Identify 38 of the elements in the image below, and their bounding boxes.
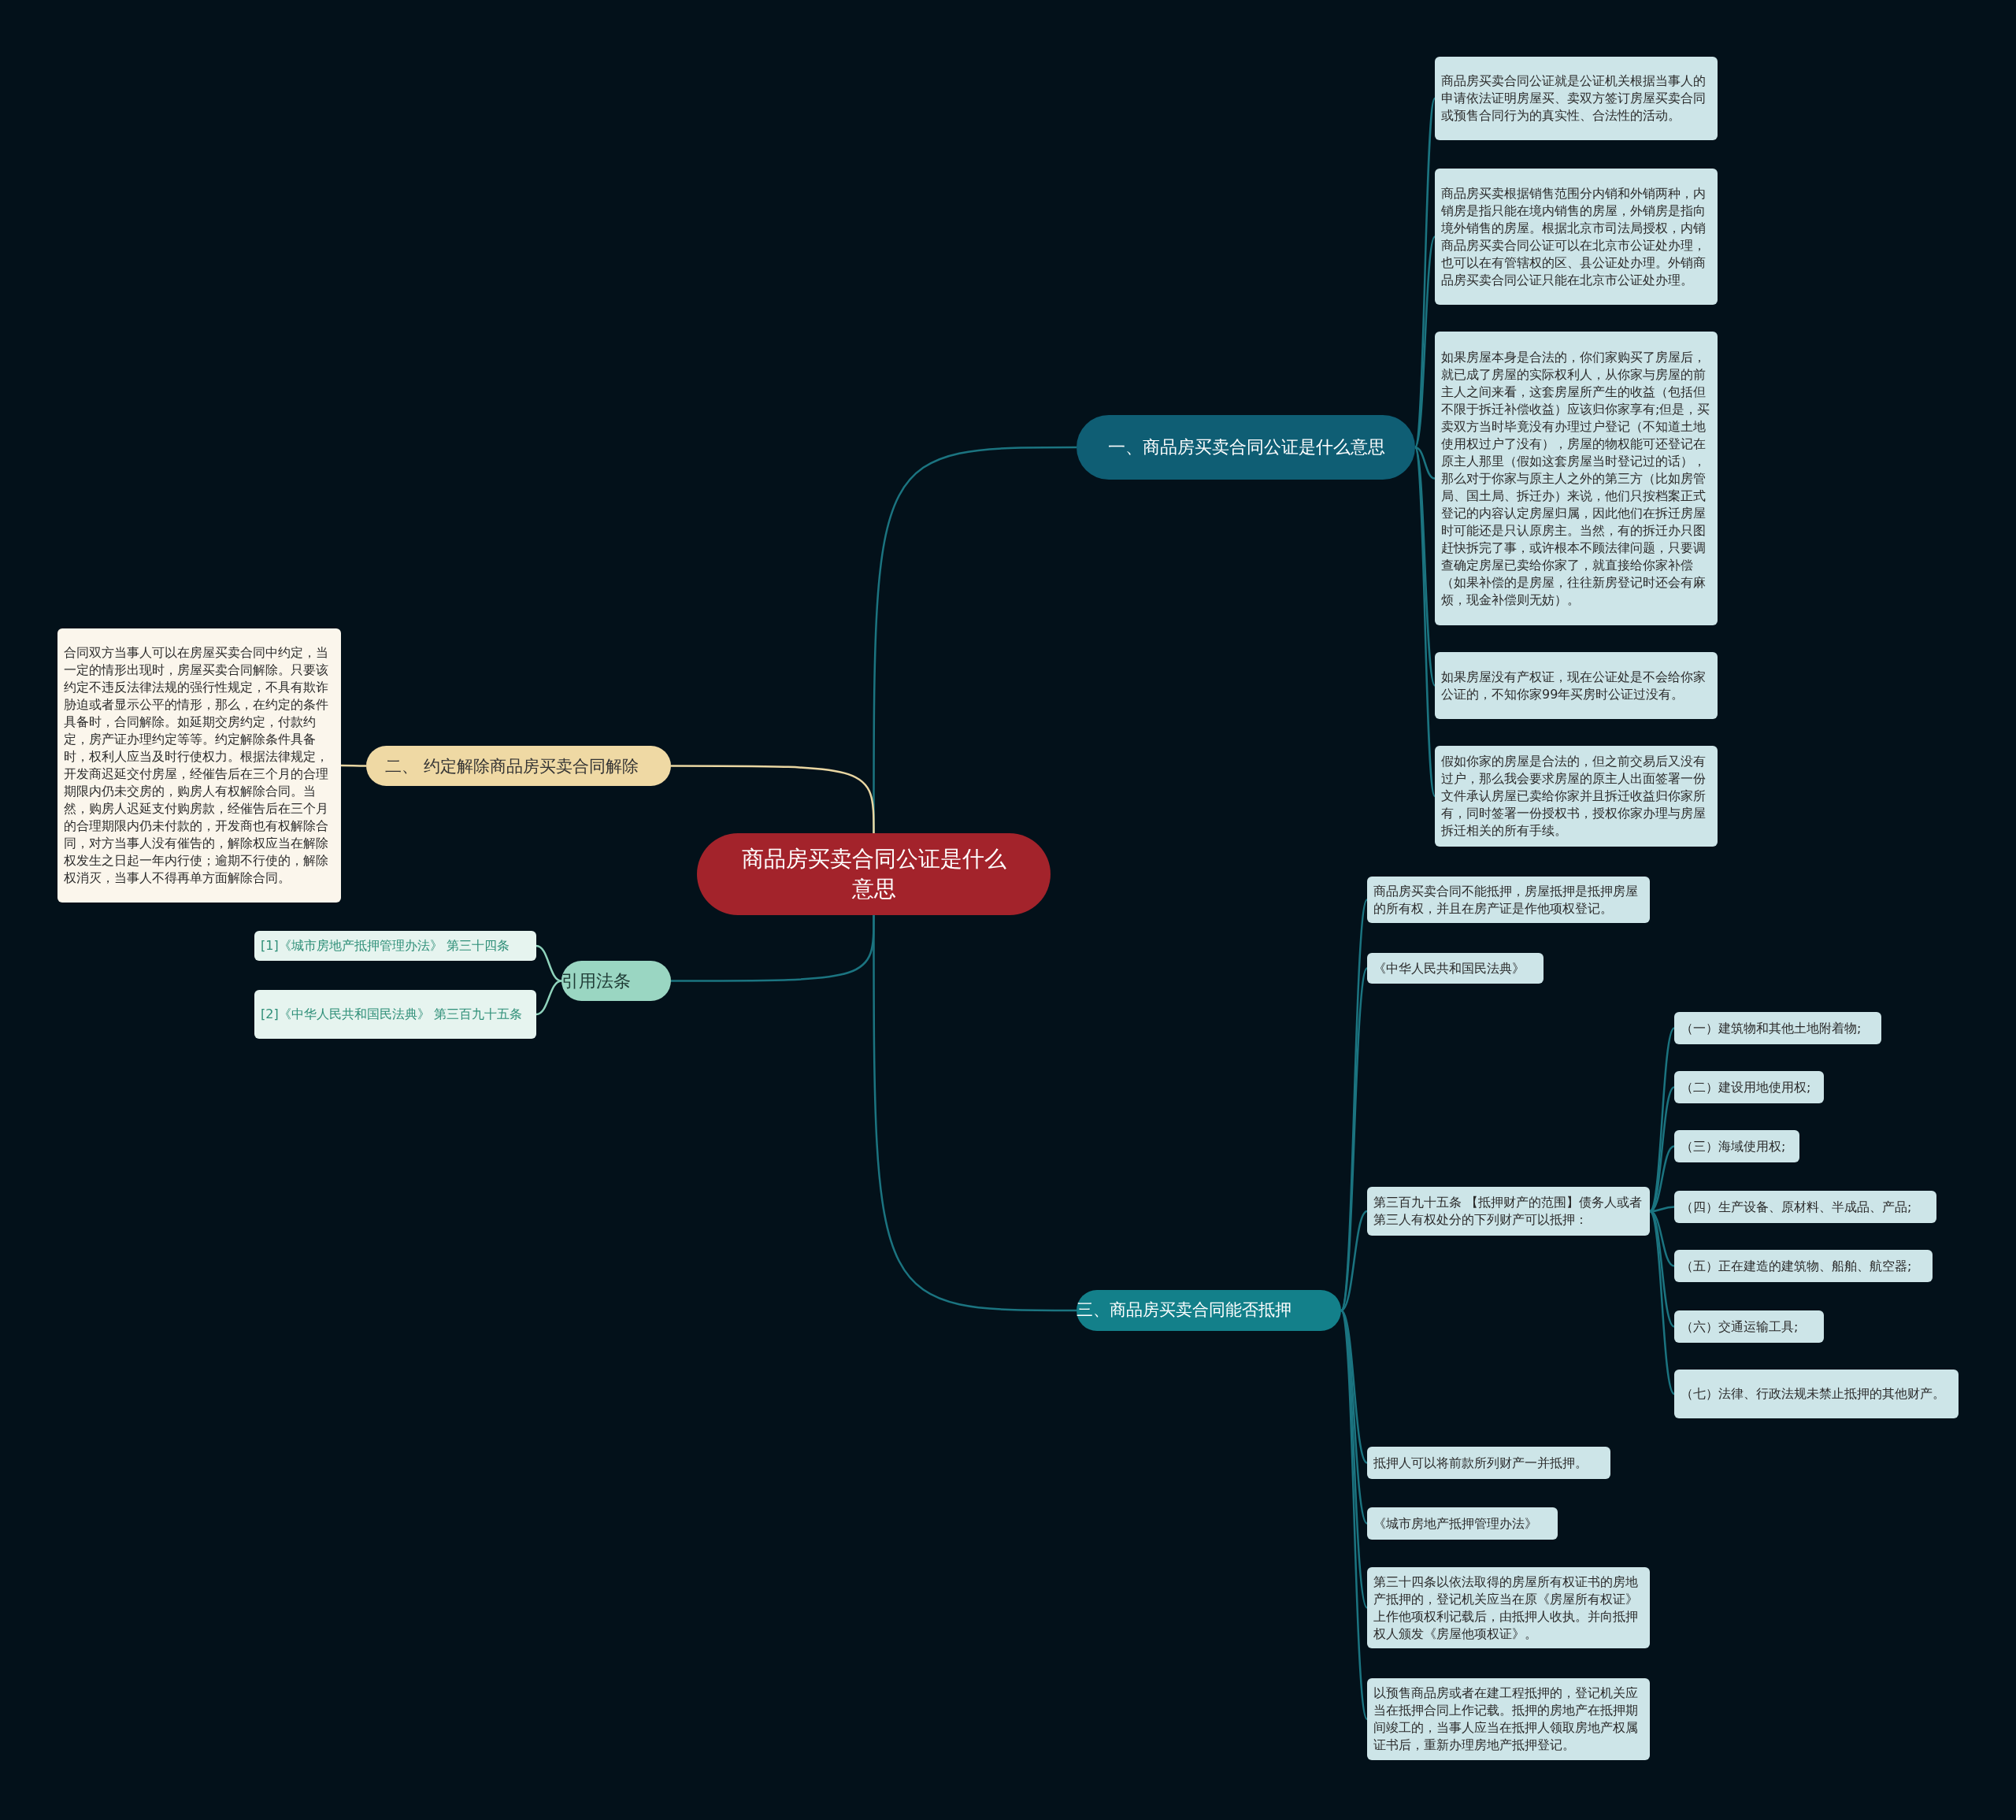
connector-line — [1340, 1310, 1368, 1464]
branch-topic: 二、 约定解除商品房买卖合同解除 — [366, 746, 671, 786]
text-box: 商品房买卖根据销售范围分内销和外销两种，内销房是指只能在境内销售的房屋，外销房是指向境外销售的房屋。根据北京市司法局授权，内销商品房买卖合同公证可以在北京市公证处办理，也可以在有管辖权的区、县公证处办理。外销商品房买卖合同公证只能在北京市公证处办理。 — [1435, 169, 1718, 305]
connector-line — [1649, 1210, 1675, 1395]
text-box: （六）交通运输工具; — [1674, 1310, 1824, 1343]
connector-line — [1649, 1086, 1675, 1212]
connector-line — [341, 764, 366, 767]
reference-box: [2]《中华人民共和国民法典》 第三百九十五条 — [254, 990, 536, 1039]
reference-box: [1]《城市房地产抵押管理办法》 第三十四条 — [254, 931, 536, 961]
central-topic: 商品房买卖合同公证是什么意思 — [697, 833, 1051, 915]
text-box: 如果房屋没有产权证，现在公证处是不会给你家公证的，不知你家99年买房时公证过没有。 — [1435, 652, 1718, 719]
text-box: 合同双方当事人可以在房屋买卖合同中约定，当一定的情形出现时，房屋买卖合同解除。只要该约定不违反法律法规的强行性规定，不具有欺诈胁迫或者显示公平的情形，那么，在约定的条件具备时，合同解除。如延期交房约定，付款约定，房产证办理约定等等。约定解除条件具备时，权利人应当及时行使权力。根据法律规定，开发商迟延交付房屋，经催告后在三个月的合理期限内仍未交房的，购房人有权解除合同。当然，购房人迟延支付购房款，经催告后在三个月的合理期限内仍未付款的，开发商也有权解除合同，对方当事人没有催告的，解除权应当在解除权发生之日起一年内行使；逾期不行使的，解除权消灭，当事人不得再单方面解除合同。 — [57, 628, 341, 903]
text-box: 抵押人可以将前款所列财产一并抵押。 — [1367, 1447, 1610, 1479]
connector-line — [671, 765, 875, 833]
text-box: （七）法律、行政法规未禁止抵押的其他财产。 — [1674, 1370, 1959, 1418]
text-box: 第三百九十五条 【抵押财产的范围】债务人或者第三人有权处分的下列财产可以抵押： — [1367, 1187, 1650, 1236]
text-box: （三）海域使用权; — [1674, 1130, 1799, 1162]
branch-topic: 三、商品房买卖合同能否抵押 — [1077, 1290, 1341, 1331]
text-box: 假如你家的房屋是合法的，但之前交易后又没有过户，那么我会要求房屋的原主人出面签署一份文件承认房屋已卖给你家并且拆迁收益归你家所有，同时签署一份授权书，授权你家办理与房屋拆迁相关的所有手续。 — [1435, 746, 1718, 847]
text-box: （二）建设用地使用权; — [1674, 1071, 1824, 1103]
text-box: 商品房买卖合同不能抵押，房屋抵押是抵押房屋的所有权，并且在房产证是作他项权登记。 — [1367, 877, 1650, 923]
text-box: 如果房屋本身是合法的，你们家购买了房屋后，就已成了房屋的实际权利人，从你家与房屋的前主人之间来看，这套房屋所产生的收益（包括但不限于拆迁补偿收益）应该归你家享有;但是，买卖双方当时毕竟没有办理过户登记（不知道土地使用权过户了没有），房屋的物权能可还登记在原主人那里（假如这套房屋当时登记过的话），那么对于你家与原主人之外的第三方（比如房管局、国土局、拆迁办）来说，他们只按档案正式登记的内容认定房屋归属，因此他们在拆迁房屋时可能还是只认原房主。当然，有的拆迁办只图赶快拆完了事，或许根本不顾法律问题，只要调查确定房屋已卖给你家了，就直接给你家补偿（如果补偿的是房屋，往往新房登记时还会有麻烦，现金补偿则无妨）。 — [1435, 332, 1718, 625]
text-box: 《中华人民共和国民法典》 — [1367, 953, 1544, 984]
text-box: （五）正在建造的建筑物、船舶、航空器; — [1674, 1250, 1933, 1282]
text-box: （四）生产设备、原材料、半成品、产品; — [1674, 1191, 1936, 1223]
text-box: 《城市房地产抵押管理办法》 — [1367, 1507, 1558, 1540]
branch-topic: 一、商品房买卖合同公证是什么意思 — [1077, 415, 1415, 480]
branch-topic: 引用法条 — [561, 961, 671, 1001]
text-box: （一）建筑物和其他土地附着物; — [1674, 1012, 1881, 1044]
connector-line — [536, 980, 562, 1016]
connector-line — [873, 915, 1077, 1312]
text-box: 商品房买卖合同公证就是公证机关根据当事人的申请依法证明房屋买、卖双方签订房屋买卖合同或预售合同行为的真实性、合法性的活动。 — [1435, 57, 1718, 140]
text-box: 以预售商品房或者在建工程抵押的，登记机关应当在抵押合同上作记载。抵押的房地产在抵押期间竣工的，当事人应当在抵押人领取房地产权属证书后，重新办理房地产抵押登记。 — [1367, 1678, 1650, 1760]
connector-line — [1414, 446, 1436, 480]
text-box: 第三十四条以依法取得的房屋所有权证书的房地产抵押的，登记机关应当在原《房屋所有权证》上作他项权利记载后，由抵押人收执。并向抵押权人颁发《房屋他项权证》。 — [1367, 1567, 1650, 1648]
connector-line — [1340, 1210, 1368, 1312]
connector-line — [536, 944, 562, 982]
connector-line — [1649, 1027, 1675, 1212]
